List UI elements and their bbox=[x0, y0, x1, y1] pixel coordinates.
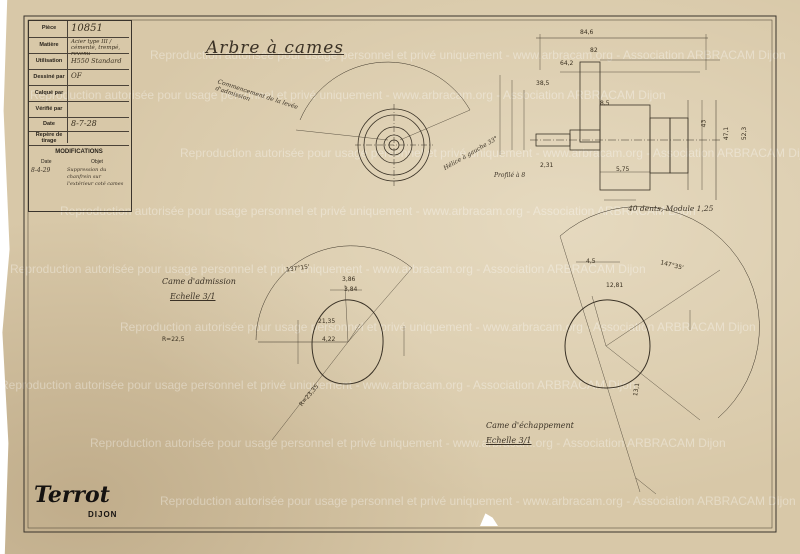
inlet-cam-label: Came d'admission bbox=[162, 277, 236, 286]
dimension-label: 43 bbox=[700, 119, 708, 128]
modification-object: Suppression du chanfrein sur l'extérieur… bbox=[67, 167, 124, 187]
dimension-label: 38,5 bbox=[536, 80, 550, 87]
dimension-label: 8,5 bbox=[600, 100, 610, 107]
dimension-label: 12,81 bbox=[606, 282, 624, 289]
inlet-cam-scale: Echelle 3/1 bbox=[170, 292, 216, 301]
title-block-row: Calqué par bbox=[29, 85, 129, 102]
modifications-column-date: Date bbox=[41, 159, 52, 165]
dimension-label: R=22,5 bbox=[162, 336, 185, 343]
dimension-label: 82 bbox=[590, 47, 598, 54]
title-block-row: Pièce 10851 bbox=[29, 21, 129, 38]
title-block-row: Utilisation H550 Standard bbox=[29, 53, 129, 70]
exhaust-cam-label: Came d'échappement bbox=[486, 421, 574, 430]
dimension-label: 4,5 bbox=[586, 258, 596, 265]
exhaust-cam-view bbox=[559, 206, 760, 495]
logo-brand: Terrot bbox=[34, 482, 110, 508]
modifications-heading: MODIFICATIONS bbox=[55, 149, 103, 155]
dimension-label: 3,86 bbox=[342, 276, 356, 283]
logo-city: DIJON bbox=[88, 510, 118, 519]
drawing-title: Arbre à cames bbox=[206, 38, 344, 58]
dimension-label: 5,75 bbox=[616, 166, 630, 173]
title-block: Pièce 10851 Matière Acier type III / cém… bbox=[28, 20, 132, 212]
modifications-column-object: Objet bbox=[91, 159, 103, 165]
side-view bbox=[499, 34, 720, 201]
gear-note: 40 dents, Module 1,25 bbox=[628, 204, 714, 213]
dimension-label: 64,2 bbox=[560, 60, 574, 67]
dimension-label: 2,31 bbox=[540, 162, 554, 169]
title-block-row: Vérifié par bbox=[29, 101, 129, 118]
dimension-label: 21,35 bbox=[318, 318, 336, 325]
title-block-row: Matière Acier type III / cémenté, trempé… bbox=[29, 37, 129, 57]
inlet-cam-view bbox=[255, 245, 413, 441]
dimension-label: 47,1 bbox=[723, 126, 731, 141]
dimension-label: 84,6 bbox=[580, 29, 594, 36]
title-block-row: Dessiné par OF bbox=[29, 69, 129, 86]
end-view bbox=[295, 61, 471, 186]
modification-date: 8-4-29 bbox=[31, 167, 51, 174]
dimension-label: 52,3 bbox=[741, 126, 749, 141]
torn-edge-left bbox=[0, 0, 10, 554]
title-block-row: Repère de tirage bbox=[29, 131, 129, 146]
title-block-row: Date 8-7-28 bbox=[29, 117, 129, 132]
profile-note: Profilé à 8 bbox=[494, 172, 526, 179]
terrot-logo: Terrot DIJON bbox=[26, 482, 118, 524]
exhaust-cam-scale: Echelle 3/1 bbox=[486, 436, 532, 445]
dimension-label: 4,22 bbox=[322, 336, 336, 343]
dimension-label: 3,84 bbox=[344, 286, 358, 293]
